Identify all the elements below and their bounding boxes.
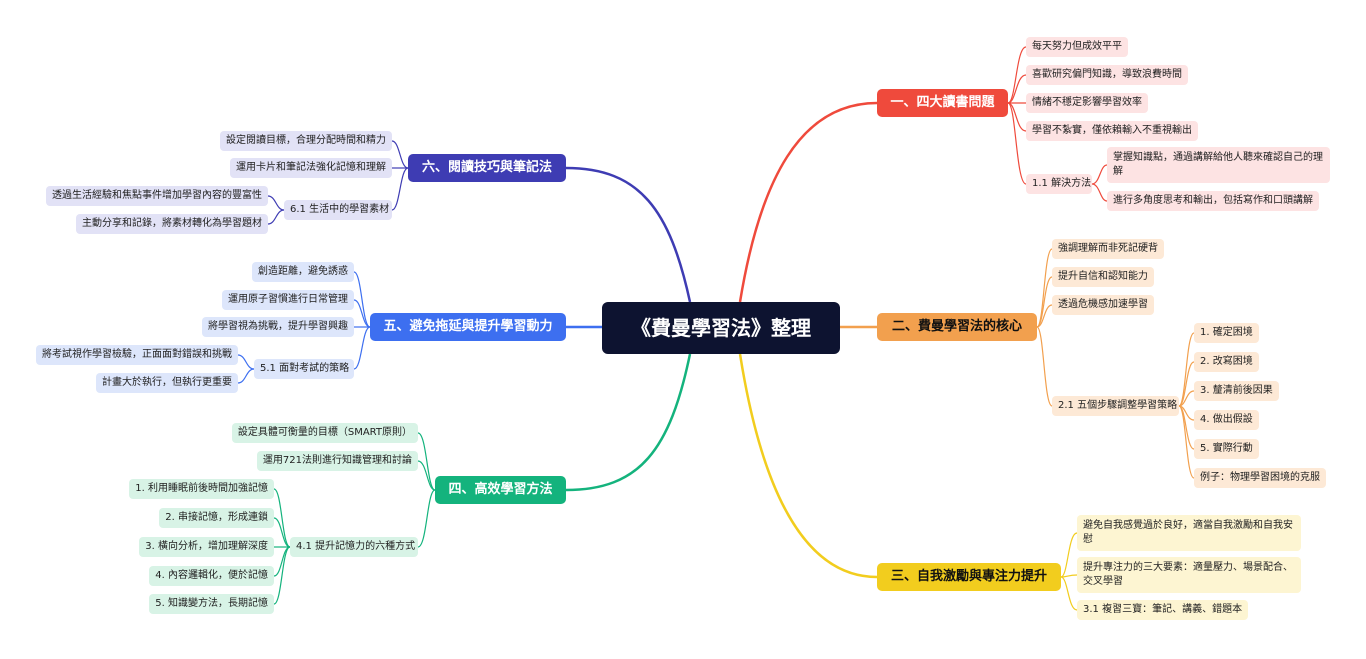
branch-6-sub-item-2[interactable]: 主動分享和記錄，將素材轉化為學習題材 (76, 214, 268, 234)
branch-3-item-1[interactable]: 避免自我感覺過於良好，適當自我激勵和自我安慰 (1077, 515, 1301, 551)
branch-5-sub-item-2[interactable]: 計畫大於執行，但執行更重要 (96, 373, 238, 393)
branch-4-sub-title[interactable]: 4.1 提升記憶力的六種方式 (290, 537, 418, 557)
branch-2-sub-item-4[interactable]: 4. 做出假設 (1194, 410, 1259, 430)
branch-4-title[interactable]: 四、高效學習方法 (435, 476, 566, 504)
branch-5-sub-title[interactable]: 5.1 面對考試的策略 (254, 359, 354, 379)
branch-4-item-1[interactable]: 設定具體可衡量的目標（SMART原則） (231, 423, 418, 443)
branch-2-sub-item-3[interactable]: 3. 釐清前後因果 (1194, 381, 1279, 401)
branch-4-item-2[interactable]: 運用721法則進行知識管理和討論 (256, 451, 418, 471)
branch-1-item-4[interactable]: 學習不紮實，僅依賴輸入不重視輸出 (1026, 121, 1198, 141)
branch-4-sub-item-2[interactable]: 2. 串接記憶，形成連鎖 (159, 508, 274, 528)
branch-2-item-3[interactable]: 透過危機感加速學習 (1052, 295, 1154, 315)
branch-5-title[interactable]: 五、避免拖延與提升學習動力 (370, 313, 566, 341)
branch-3-item-2[interactable]: 提升專注力的三大要素：適量壓力、場景配合、交叉學習 (1077, 557, 1301, 593)
branch-1-sub-item-1[interactable]: 掌握知識點，通過講解給他人聽來確認自己的理解 (1107, 147, 1330, 183)
branch-6-item-2[interactable]: 運用卡片和筆記法強化記憶和理解 (230, 158, 392, 178)
branch-1-item-3[interactable]: 情緒不穩定影響學習效率 (1026, 93, 1148, 113)
branch-2-item-1[interactable]: 強調理解而非死記硬背 (1052, 239, 1164, 259)
branch-2-sub-item-6[interactable]: 例子：物理學習困境的克服 (1194, 468, 1326, 488)
branch-1-item-2[interactable]: 喜歡研究偏門知識，導致浪費時間 (1026, 65, 1188, 85)
branch-6-sub-title[interactable]: 6.1 生活中的學習素材 (284, 200, 392, 220)
branch-6-sub-item-1[interactable]: 透過生活經驗和焦點事件增加學習內容的豐富性 (46, 186, 268, 206)
branch-3-item-3[interactable]: 3.1 複習三寶：筆記、講義、錯題本 (1077, 600, 1249, 620)
branch-4-sub-item-1[interactable]: 1. 利用睡眠前後時間加強記憶 (129, 479, 274, 499)
link-central-b6 (565, 166, 692, 303)
branch-6-title[interactable]: 六、閱讀技巧與筆記法 (408, 154, 566, 182)
branch-2-title[interactable]: 二、費曼學習法的核心 (877, 313, 1037, 341)
branch-5-sub-item-1[interactable]: 將考試視作學習檢驗，正面面對錯誤和挑戰 (36, 345, 238, 365)
branch-5-item-2[interactable]: 運用原子習慣進行日常管理 (222, 290, 354, 310)
branch-5-item-1[interactable]: 創造距離，避免誘惑 (252, 262, 354, 282)
branch-2-item-2[interactable]: 提升自信和認知能力 (1052, 267, 1154, 287)
branch-1-item-1[interactable]: 每天努力但成效平平 (1026, 37, 1128, 57)
branch-1-title[interactable]: 一、四大讀書問題 (877, 89, 1008, 117)
branch-4-sub-item-3[interactable]: 3. 橫向分析，增加理解深度 (139, 537, 274, 557)
link-central-b1 (738, 101, 878, 303)
branch-2-sub-title[interactable]: 2.1 五個步驟調整學習策略 (1052, 396, 1179, 416)
link-central-b3 (738, 353, 878, 579)
central-topic[interactable]: 《費曼學習法》整理 (602, 302, 840, 354)
branch-3-title[interactable]: 三、自我激勵與專注力提升 (877, 563, 1061, 591)
branch-1-sub-item-2[interactable]: 進行多角度思考和輸出，包括寫作和口頭講解 (1107, 191, 1319, 211)
branch-5-item-3[interactable]: 將學習視為挑戰，提升學習興趣 (202, 317, 354, 337)
branch-2-sub-item-2[interactable]: 2. 改寫困境 (1194, 352, 1259, 372)
branch-4-sub-item-5[interactable]: 5. 知識變方法，長期記憶 (149, 594, 274, 614)
branch-6-item-1[interactable]: 設定閱讀目標，合理分配時間和精力 (220, 131, 392, 151)
branch-2-sub-item-5[interactable]: 5. 實際行動 (1194, 439, 1259, 459)
link-central-b4 (565, 353, 692, 492)
branch-4-sub-item-4[interactable]: 4. 內容邏輯化，便於記憶 (149, 566, 274, 586)
branch-1-sub-title[interactable]: 1.1 解決方法 (1026, 174, 1092, 194)
branch-2-sub-item-1[interactable]: 1. 確定困境 (1194, 323, 1259, 343)
